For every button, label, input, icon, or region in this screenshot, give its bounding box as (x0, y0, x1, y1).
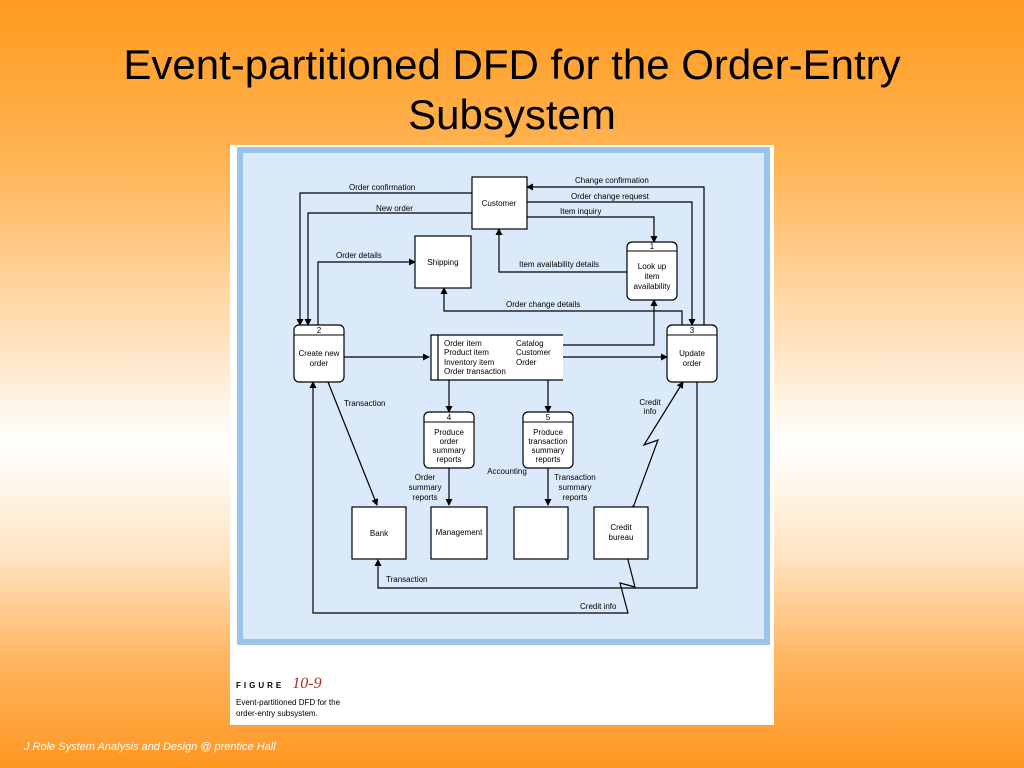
process-5-transaction-summary (522, 411, 574, 469)
flow-label-item-availability-details: Item availability details (519, 260, 599, 269)
flow-label-change-confirmation: Change confirmation (575, 176, 649, 185)
process-4-label-4: reports (437, 455, 462, 464)
process-3-label-2: order (683, 359, 702, 368)
process-5-label-2: transaction (528, 437, 567, 446)
figure-card: Customer Shipping Bank Management Credit… (230, 145, 774, 725)
entity-shipping (414, 235, 472, 289)
flow-datastore-to-lookup (563, 299, 658, 346)
flow-item-inquiry (527, 216, 658, 243)
flow-label-transaction-summary-3: reports (563, 493, 588, 502)
datastore-right-1: Catalog (516, 339, 544, 348)
datastore-right-3: Order (516, 358, 537, 367)
figure-number: 10-9 (292, 675, 322, 692)
flow-label-transaction-1: Transaction (344, 399, 386, 408)
slide-title-line-1: Event-partitioned DFD for the Order-Entr… (123, 41, 901, 88)
flow-label-order-change-request: Order change request (571, 192, 650, 201)
process-5-label-4: reports (536, 455, 561, 464)
process-1-label-2: item (644, 272, 659, 281)
datastore-left-4: Order transaction (444, 367, 506, 376)
dfd-diagram: Customer Shipping Bank Management Credit… (230, 145, 774, 650)
process-1-lookup (626, 241, 678, 301)
flow-label-order-change-details: Order change details (506, 300, 580, 309)
flow-new-order (304, 212, 472, 326)
slide-title-line-2: Subsystem (408, 91, 616, 138)
entity-credit-bureau (593, 506, 649, 560)
process-4-label-1: Produce (434, 428, 464, 437)
slide-title: Event-partitioned DFD for the Order-Entr… (0, 40, 1024, 140)
flow-credit-info-update (628, 381, 684, 512)
entity-credit-bureau-label-1: Credit (610, 523, 632, 532)
process-2-label-1: Create new (299, 349, 340, 358)
figure-caption-line-1: Event-partitioned DFD for the (236, 698, 341, 707)
flow-order-confirmation (296, 192, 472, 326)
entity-bank-label: Bank (370, 529, 389, 538)
flow-label-credit-info-b: Credit info (580, 602, 617, 611)
process-4-order-summary (423, 411, 475, 469)
process-1-number: 1 (650, 242, 655, 251)
flow-label-credit-info-a-1: Credit (639, 398, 661, 407)
flow-order-change-details (440, 287, 683, 325)
process-3-update-order (666, 324, 718, 383)
flow-label-order-details: Order details (336, 251, 382, 260)
datastore-left-1: Order item (444, 339, 482, 348)
flow-order-details (317, 258, 416, 325)
entity-shipping-label: Shipping (427, 258, 458, 267)
process-2-label-2: order (310, 359, 329, 368)
process-4-number: 4 (447, 413, 452, 422)
flow-label-order-summary-3: reports (413, 493, 438, 502)
datastore-left-2: Product item (444, 348, 489, 357)
process-5-label-1: Produce (533, 428, 563, 437)
process-2-number: 2 (317, 326, 322, 335)
entity-management-label: Management (436, 528, 483, 537)
flow-change-confirmation (526, 183, 705, 325)
figure-caption-line-2: order-entry subsystem. (236, 709, 318, 718)
process-5-label-3: summary (532, 446, 565, 455)
flow-order-change-request (527, 201, 696, 326)
flow-label-credit-info-a-2: info (644, 407, 657, 416)
process-1-label-1: Look up (638, 262, 667, 271)
datastore-right-2: Customer (516, 348, 551, 357)
flow-label-transaction-summary-1: Transaction (554, 473, 596, 482)
process-4-label-2: order (440, 437, 459, 446)
datastore-left-3: Inventory item (444, 358, 495, 367)
process-4-label-3: summary (433, 446, 466, 455)
flow-label-transaction-summary-2: summary (559, 483, 592, 492)
flow-item-availability-details (495, 228, 627, 273)
process-5-number: 5 (546, 413, 551, 422)
flow-label-order-confirmation: Order confirmation (349, 183, 415, 192)
entity-accounting-label: Accounting (487, 467, 527, 476)
data-store (430, 334, 563, 381)
entity-bank (351, 506, 407, 560)
figure-label: FIGURE (236, 681, 285, 690)
process-2-create-order (293, 324, 345, 383)
flow-label-transaction-2: Transaction (386, 575, 428, 584)
flow-label-order-summary-1: Order (415, 473, 436, 482)
entity-credit-bureau-label-2: bureau (609, 533, 634, 542)
flow-credit-info-to-create (309, 381, 636, 614)
entity-customer-label: Customer (482, 199, 517, 208)
entity-management (430, 506, 488, 560)
figure-caption: FIGURE 10-9 Event-partitioned DFD for th… (236, 675, 436, 719)
footer-credit: J Role System Analysis and Design @ pren… (24, 741, 276, 753)
entity-accounting (513, 506, 569, 560)
flow-label-order-summary-2: summary (409, 483, 442, 492)
process-1-label-3: availability (634, 282, 671, 291)
flow-transaction-update-to-bank (374, 382, 698, 589)
flow-label-new-order: New order (376, 204, 413, 213)
process-3-number: 3 (690, 326, 695, 335)
entity-customer (471, 176, 528, 230)
process-3-label-1: Update (679, 349, 705, 358)
flow-label-item-inquiry: Item inquiry (560, 207, 601, 216)
